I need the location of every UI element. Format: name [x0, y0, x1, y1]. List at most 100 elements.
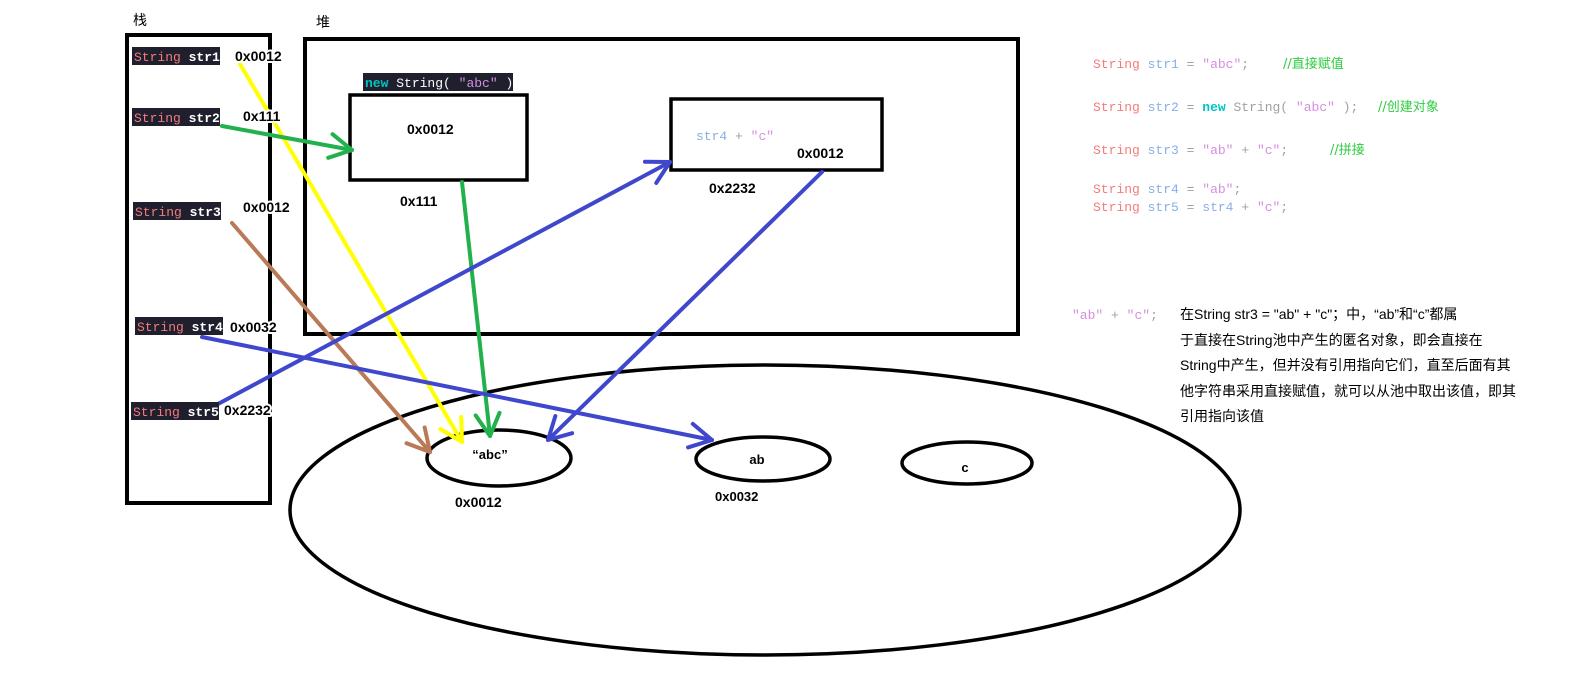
stack-var-address: 0x0032 [230, 319, 277, 335]
code-var: str3 [1148, 143, 1179, 158]
stack-var-type: String [134, 50, 181, 65]
note-op: + [1111, 308, 1119, 323]
pool-item-ab [694, 435, 832, 483]
code-end: ; [1241, 57, 1249, 72]
stack-var-address: 0x0012 [243, 199, 290, 215]
heap-object-str5 [669, 97, 884, 172]
stack-var-name: str4 [192, 320, 223, 335]
stack-var-address: 0x111 [243, 108, 281, 124]
code-var: str4 [1148, 182, 1179, 197]
code-type: String [1093, 200, 1140, 215]
note-expression: "ab" + "c"; [1072, 308, 1158, 323]
code-op: + [1241, 143, 1249, 158]
stack-area [125, 33, 272, 505]
code-var: str5 [1148, 200, 1179, 215]
pool-item-abc-value: “abc” [472, 447, 507, 462]
code-comment-3: //拼接 [1330, 142, 1365, 158]
note-line-2: 于直接在String池中产生的匿名对象，即会直接在 [1180, 332, 1483, 348]
code-end: ; [1280, 200, 1288, 215]
code-string: "ab" [1202, 182, 1233, 197]
stack-var-str4: String str4 0x0032 [135, 317, 279, 337]
code-eq: = [1187, 143, 1195, 158]
stack-label: 栈 [133, 13, 147, 29]
code-line-3: String str3 = "ab" + "c"; [1093, 143, 1288, 158]
stack-var-name: str3 [190, 205, 221, 220]
note-line-1: 在String str3 = "ab" + "c"；中，“ab”和“c”都属 [1180, 306, 1457, 323]
code-call: String( [1234, 100, 1289, 115]
code-eq: = [1187, 57, 1195, 72]
stack-var-type: String [134, 111, 181, 126]
string-pool [288, 363, 1242, 657]
arrow-str3-to-abc [230, 221, 432, 454]
code-line-4: String str4 = "ab"; [1093, 182, 1241, 197]
heap-object-str5-value: 0x0012 [797, 145, 844, 161]
code-string: "abc" [1202, 57, 1241, 72]
stack-var-name: str5 [188, 405, 219, 420]
code-string: "c" [1257, 143, 1280, 158]
pool-item-abc-address: 0x0012 [455, 494, 502, 510]
pool-item-ab-address: 0x0032 [715, 489, 758, 504]
code-listing: String str1 = "abc"; //直接赋值 String str2 … [1093, 56, 1439, 215]
code-comment-2: //创建对象 [1378, 100, 1439, 115]
code-line-5: String str5 = str4 + "c"; [1093, 200, 1288, 215]
constructor-arg: "abc" [459, 76, 498, 91]
stack-var-background [131, 402, 219, 420]
note-string: "c" [1127, 308, 1150, 323]
code-var: str4 [1202, 200, 1233, 215]
stack-var-type: String [135, 205, 182, 220]
stack-var-type: String [133, 405, 180, 420]
code-var: str2 [1148, 100, 1179, 115]
code-type: String [1093, 57, 1140, 72]
code-line-1: String str1 = "abc"; [1093, 57, 1249, 72]
note-line-4: 他字符串采用直接赋值，就可以从池中取出该值，即其 [1180, 383, 1516, 399]
code-line-2: String str2 = new String( "abc" ); [1093, 100, 1358, 115]
note-line-5: 引用指向该值 [1180, 408, 1264, 424]
stack-var-name: str1 [189, 50, 220, 65]
note-end: ; [1150, 308, 1158, 323]
pool-item-ab-value: ab [749, 452, 764, 467]
expr-string: "c" [751, 129, 774, 144]
code-op: + [1241, 200, 1249, 215]
arrow-str4-to-ab [200, 335, 714, 450]
code-keyword: new [1202, 100, 1226, 115]
note-string: "ab" [1072, 308, 1103, 323]
pool-item-c [900, 440, 1034, 486]
heap-object-str5-address: 0x2232 [709, 180, 756, 196]
stack-var-str2: String str2 0x111 [132, 106, 283, 126]
stack-var-name: str2 [189, 111, 220, 126]
code-eq: = [1187, 182, 1195, 197]
stack-var-label: String str1 [134, 50, 220, 65]
code-type: String [1093, 143, 1140, 158]
code-string: "c" [1257, 200, 1280, 215]
stack-var-background [132, 108, 220, 126]
expr-op: + [735, 129, 743, 144]
heap-label: 堆 [316, 15, 330, 31]
code-type: String [1093, 182, 1140, 197]
code-type: String [1093, 100, 1140, 115]
arrow-str5-to-heap-object [216, 159, 672, 406]
new-keyword: new [365, 76, 389, 91]
code-end: ); [1343, 100, 1359, 115]
code-eq: = [1187, 200, 1195, 215]
stack-var-label: String str5 [133, 405, 219, 420]
stack-var-label: String str2 [134, 111, 220, 126]
heap-new-string-label: new String( "abc" ) [363, 73, 513, 91]
expr-var: str4 [696, 129, 727, 144]
arrow-str1-to-abc [238, 62, 464, 444]
stack-var-str3: String str3 0x0012 [133, 197, 292, 220]
arrow-str2-to-heap-object [220, 124, 354, 160]
constructor-close: ) [505, 76, 513, 91]
stack-var-background [133, 202, 221, 220]
stack-var-type: String [137, 320, 184, 335]
heap-object-str2-address: 0x111 [400, 193, 438, 209]
pool-item-c-value: c [961, 460, 968, 475]
code-string: "ab" [1202, 143, 1233, 158]
stack-var-str1: String str1 0x0012 [132, 46, 284, 66]
code-eq: = [1187, 100, 1195, 115]
stack-var-label: String str3 [135, 205, 221, 220]
code-var: str1 [1148, 57, 1179, 72]
heap-object-str2-value: 0x0012 [407, 121, 454, 137]
code-comment-1: //直接赋值 [1283, 56, 1344, 72]
heap-object-str2 [348, 93, 529, 182]
